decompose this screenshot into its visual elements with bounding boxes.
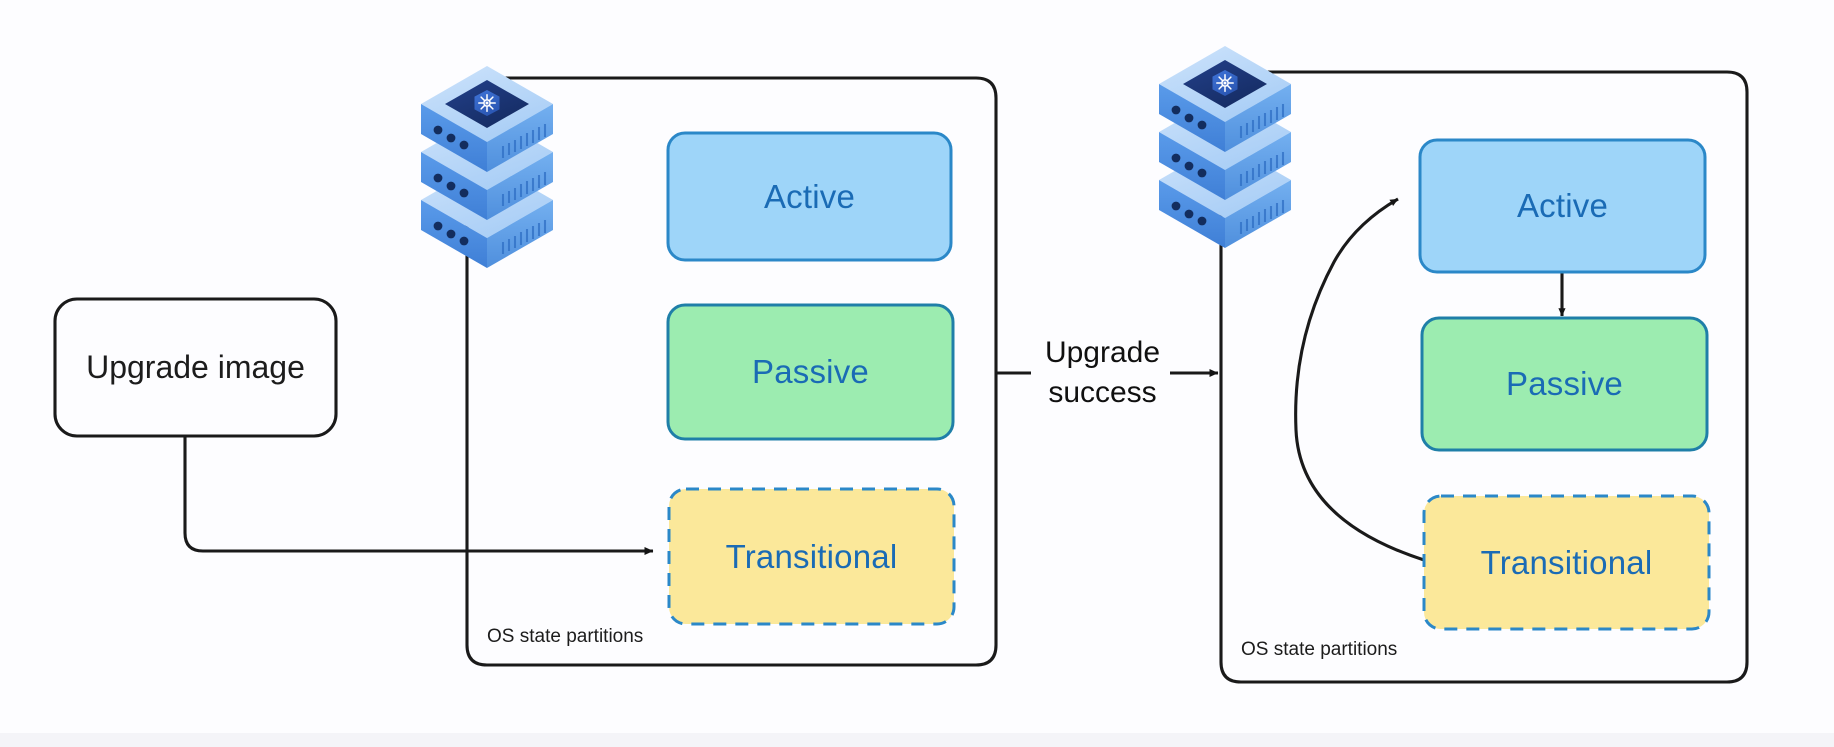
before-panel-server-icon	[419, 64, 555, 270]
after-state-label-passive: Passive	[1506, 365, 1623, 402]
after-panel-caption: OS state partitions	[1241, 639, 1398, 660]
before-state-label-passive: Passive	[752, 353, 869, 390]
after-state-label-active: Active	[1516, 187, 1609, 224]
edge-image-to-transitional	[183, 436, 654, 555]
before-state-label-transitional: Transitional	[725, 537, 898, 575]
before-panel-caption: OS state partitions	[487, 626, 644, 647]
edge-transitional-to-active	[1294, 197, 1425, 562]
after-state-box-passive	[1420, 316, 1709, 452]
after-state-label-transitional: Transitional	[1480, 543, 1653, 581]
after-panel-server-icon	[1157, 44, 1293, 250]
upgrade-image-box	[53, 297, 338, 438]
upgrade-success-line-1: Upgrade	[1044, 336, 1161, 370]
upgrade-success-line-2: success	[1048, 376, 1157, 409]
after-state-box-transitional	[1422, 494, 1711, 631]
before-panel-outline	[465, 76, 998, 667]
before-state-label-active: Active	[763, 177, 856, 215]
upgrade-success-edge-label: Upgrade success	[1015, 325, 1190, 421]
before-state-box-active	[666, 131, 953, 262]
after-state-box-active	[1418, 138, 1707, 274]
before-state-box-passive	[666, 303, 955, 441]
upgrade-image-label: Upgrade image	[86, 349, 305, 385]
before-state-box-transitional	[667, 487, 956, 626]
after-panel-outline	[1219, 70, 1749, 684]
